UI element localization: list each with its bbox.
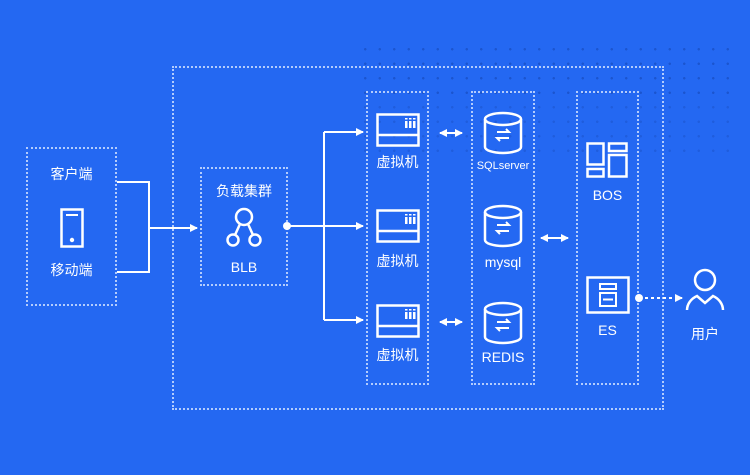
vm-label: 虚拟机	[376, 154, 419, 170]
blb-title: 负载集群	[216, 183, 272, 199]
client-to-blb-connector	[117, 181, 198, 273]
database-column	[471, 91, 535, 385]
mobile-device-label: 移动端	[50, 262, 93, 278]
server-icon	[376, 209, 420, 243]
client-group	[26, 147, 117, 306]
search-doc-icon	[586, 276, 630, 314]
server-icon	[376, 304, 420, 338]
vm-label: 虚拟机	[376, 253, 419, 269]
layout-blocks-icon	[586, 142, 628, 178]
user-icon	[685, 268, 725, 311]
vm-column	[366, 91, 429, 385]
database-label: REDIS	[481, 349, 525, 365]
storage-label: ES	[598, 322, 617, 338]
database-label: SQLserver	[476, 160, 530, 172]
vm-db-bidirectional-arrows	[439, 129, 463, 326]
client-title: 客户端	[50, 166, 93, 182]
database-icon	[483, 204, 523, 248]
background-dot-grid	[358, 42, 734, 100]
database-icon	[483, 111, 523, 155]
database-icon	[483, 301, 523, 345]
database-label: mysql	[484, 254, 522, 270]
cloud-boundary	[172, 66, 664, 410]
blb-label: BLB	[230, 259, 258, 275]
storage-column	[576, 91, 639, 385]
user-label: 用户	[691, 326, 719, 342]
mobile-phone-icon	[60, 208, 84, 248]
vm-label: 虚拟机	[376, 347, 419, 363]
es-to-user-connector	[635, 294, 683, 302]
storage-label: BOS	[592, 187, 623, 203]
background-dot-grid-fade	[358, 100, 734, 160]
server-icon	[376, 113, 420, 147]
blb-to-vm-connector	[283, 128, 364, 324]
share-nodes-icon	[226, 207, 262, 247]
